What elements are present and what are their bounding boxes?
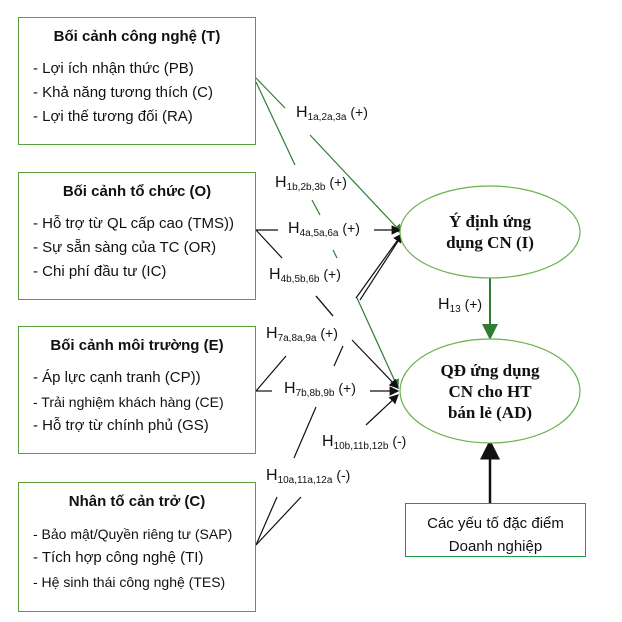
link-c-to-ad-b bbox=[365, 394, 399, 426]
ellipse-line: Ý định ứng bbox=[448, 212, 531, 231]
box-item: - Hỗ trợ từ chính phủ (GS) bbox=[33, 417, 209, 434]
hypothesis-label-1b: H1b,2b,3b (+) bbox=[275, 174, 347, 193]
hypothesis-label-13: H13 (+) bbox=[438, 296, 483, 315]
hypothesis-label-4b: H4b,5b,6b (+) bbox=[269, 266, 341, 285]
box-item: - Khả năng tương thích (C) bbox=[33, 84, 213, 101]
hypothesis-label-7a: H7a,8a,9a (+) bbox=[266, 325, 338, 344]
box-technology-context: Bối cảnh công nghệ (T) - Lợi ích nhận th… bbox=[18, 17, 256, 145]
firm-characteristics-box: Các yếu tố đặc điểm Doanh nghiệp bbox=[405, 503, 586, 557]
box-item: - Hệ sinh thái công nghệ (TES) bbox=[33, 574, 226, 590]
link-c-to-i-d bbox=[359, 234, 403, 301]
link-t-to-i-b bbox=[309, 134, 403, 234]
ellipse-line: QĐ ứng dụng bbox=[440, 360, 540, 380]
ellipse-line: bán lẻ (AD) bbox=[447, 402, 533, 422]
hypothesis-label-4a: H4a,5a,6a (+) bbox=[288, 220, 360, 239]
box-item: - Lợi ích nhận thức (PB) bbox=[33, 60, 194, 77]
box-title: Nhân tố cản trở (C) bbox=[68, 493, 206, 510]
link-t-to-ad-c bbox=[332, 249, 338, 259]
link-e-to-i-c bbox=[355, 233, 403, 299]
link-c-to-i-a bbox=[255, 496, 278, 546]
box-title: Bối cảnh công nghệ (T) bbox=[53, 28, 221, 45]
box-item: - Áp lực cạnh tranh (CP)) bbox=[33, 369, 201, 386]
link-e-to-i-b bbox=[315, 295, 334, 317]
ellipse-decision: QĐ ứng dụng CN cho HT bán lẻ (AD) bbox=[400, 339, 580, 443]
link-t-to-i-a bbox=[255, 77, 286, 109]
box-item: - Bảo mật/Quyền riêng tư (SAP) bbox=[33, 526, 233, 542]
hypothesis-label-7b: H7b,8b,9b (+) bbox=[284, 380, 356, 399]
ellipse-intention-shape bbox=[399, 185, 581, 279]
ellipse-line: dụng CN (I) bbox=[446, 233, 534, 252]
link-e-to-i-a bbox=[255, 355, 287, 392]
hypothesis-label-1a: H1a,2a,3a (+) bbox=[296, 104, 368, 123]
link-c-to-ad-a bbox=[255, 496, 302, 546]
box-item: - Hỗ trợ từ QL cấp cao (TMS)) bbox=[33, 215, 235, 232]
box-barrier-factors: Nhân tố cản trở (C) - Bảo mật/Quyền riên… bbox=[18, 482, 256, 612]
box-item: - Lợi thế tương đối (RA) bbox=[33, 108, 193, 125]
ellipse-line: CN cho HT bbox=[448, 381, 532, 401]
link-o-to-ad-c bbox=[351, 339, 399, 389]
hypothesis-label-10a: H10a,11a,12a (-) bbox=[266, 467, 351, 486]
link-c-to-i-c bbox=[333, 345, 344, 367]
hypothesis-label-10b: H10b,11b,12b (-) bbox=[322, 433, 407, 452]
firm-line: Doanh nghiệp bbox=[448, 538, 543, 555]
box-title: Bối cảnh môi trường (E) bbox=[50, 337, 224, 354]
link-t-to-ad-d bbox=[356, 297, 399, 390]
ellipse-decision-shape bbox=[399, 338, 581, 444]
firm-line: Các yếu tố đặc điểm bbox=[427, 515, 564, 532]
box-environment-context: Bối cảnh môi trường (E) - Áp lực cạnh tr… bbox=[18, 326, 256, 454]
ellipse-intention: Ý định ứng dụng CN (I) bbox=[400, 186, 580, 278]
box-organization-context: Bối cảnh tổ chức (O) - Hỗ trợ từ QL cấp … bbox=[18, 172, 256, 300]
link-c-to-i-b bbox=[293, 406, 317, 459]
link-t-to-ad-a bbox=[255, 81, 296, 166]
box-item: - Sự sẵn sàng của TC (OR) bbox=[33, 239, 217, 256]
box-item: - Trải nghiệm khách hàng (CE) bbox=[33, 394, 224, 410]
box-item: - Chi phí đầu tư (IC) bbox=[33, 263, 167, 280]
link-t-to-ad-b bbox=[311, 199, 321, 216]
box-item: - Tích hợp công nghệ (TI) bbox=[33, 549, 204, 566]
box-title: Bối cảnh tổ chức (O) bbox=[62, 183, 212, 200]
link-o-to-ad-a bbox=[255, 229, 283, 259]
